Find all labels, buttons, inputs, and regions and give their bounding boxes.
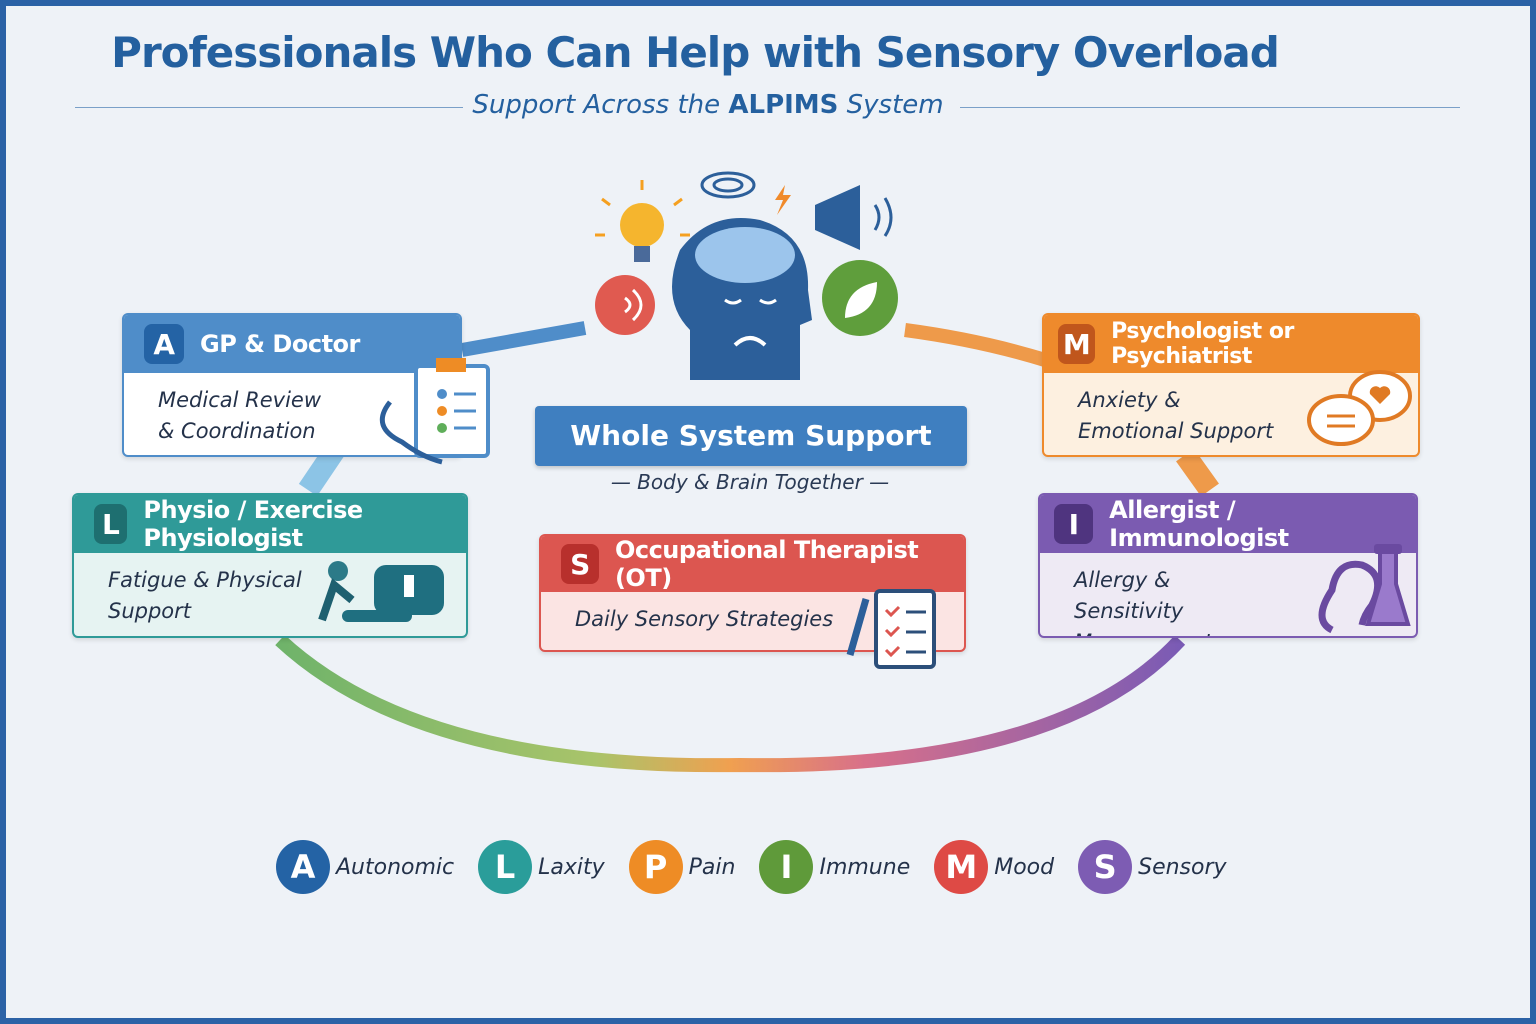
badge-letter: A <box>144 324 184 364</box>
clipboard-stethoscope-icon <box>379 358 490 465</box>
spiral-icon <box>700 171 756 199</box>
card-description: Allergy & Sensitivity Management <box>1074 568 1212 636</box>
page-subtitle: Support Across the ALPIMS System <box>472 90 944 120</box>
page-title: Professionals Who Can Help with Sensory … <box>111 28 1280 77</box>
card-title: Allergist / Immunologist <box>1109 496 1289 552</box>
card-title: Psychologist or Psychiatrist <box>1111 319 1294 369</box>
connector-psych-allergist <box>1176 448 1219 497</box>
physio-therapy-icon <box>318 561 444 622</box>
lightbulb-icon <box>595 180 690 262</box>
card-physio[interactable]: L Physio / Exercise Physiologist Fatigue … <box>72 493 468 638</box>
legend-badge: L <box>478 840 533 894</box>
banner-tagline: — Body & Brain Together — <box>610 470 890 494</box>
legend-label: Immune <box>819 854 911 880</box>
badge-letter: I <box>1054 504 1094 544</box>
legend-label: Pain <box>688 854 736 880</box>
card-description: Daily Sensory Strategies <box>575 607 834 631</box>
legend-label: Sensory <box>1138 854 1227 880</box>
badge-letter: L <box>94 504 128 544</box>
checklist-syringe-icon <box>846 589 936 669</box>
card-description: Anxiety & Emotional Support <box>1078 388 1274 443</box>
legend-label: Laxity <box>538 854 605 880</box>
legend-badge: A <box>276 840 330 894</box>
legend-badge: P <box>628 840 683 894</box>
divider <box>960 107 1460 108</box>
legend-badge: M <box>934 840 989 894</box>
card-description: Fatigue & Physical Support <box>108 568 302 623</box>
legend-label: Autonomic <box>336 854 455 880</box>
speech-bubbles-heart-icon <box>1307 370 1412 446</box>
overwhelmed-head-icon <box>672 218 812 380</box>
whole-system-banner: Whole System Support <box>535 406 967 466</box>
system-arc <box>275 634 1186 773</box>
legend-badge: I <box>759 840 814 894</box>
connector-psych <box>904 323 1048 367</box>
ear-flask-icon <box>1318 544 1411 634</box>
connector-gp <box>460 321 587 357</box>
legend-badge: S <box>1078 840 1133 894</box>
card-title: Physio / Exercise Physiologist <box>143 496 363 552</box>
card-description: Medical Review & Coordination <box>158 388 321 443</box>
card-title: Occupational Therapist (OT) <box>614 536 919 592</box>
lightning-icon <box>775 185 791 215</box>
divider <box>75 107 463 108</box>
sound-bubble-icon <box>595 275 655 335</box>
legend-label: Mood <box>994 854 1055 880</box>
badge-letter: S <box>561 544 599 584</box>
card-title: GP & Doctor <box>200 330 360 358</box>
megaphone-icon <box>815 185 893 250</box>
leaf-bubble-icon <box>822 260 898 336</box>
badge-letter: M <box>1058 324 1096 364</box>
